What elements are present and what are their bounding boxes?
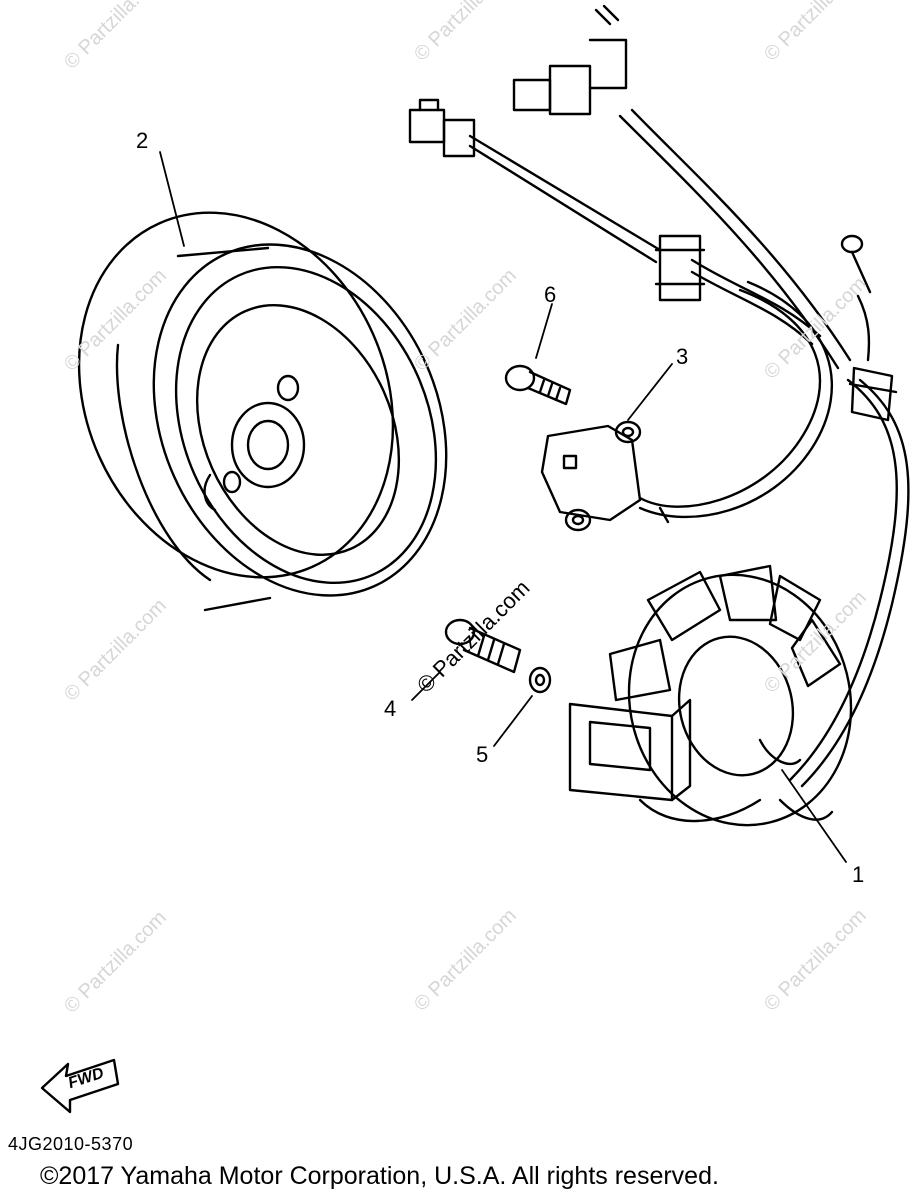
callout-2: 2 <box>136 128 149 153</box>
pickup-coil <box>540 280 833 532</box>
callout-6: 6 <box>544 282 557 307</box>
bolt-6 <box>504 364 572 406</box>
ring-terminal <box>840 234 872 294</box>
callout-3: 3 <box>676 344 689 369</box>
leader-lines <box>159 151 847 863</box>
grommet-upper <box>654 234 706 302</box>
connector-upper <box>512 4 628 116</box>
flywheel-rotor <box>77 211 448 612</box>
grommet-right <box>848 366 898 422</box>
wire-harness <box>468 108 910 788</box>
bolt-4 <box>444 618 522 674</box>
washer-5 <box>528 666 552 694</box>
drawing-code: 4JG2010-5370 <box>8 1134 134 1154</box>
copyright-notice: ©2017 Yamaha Motor Corporation, U.S.A. A… <box>40 1162 719 1190</box>
stator-assembly <box>568 564 853 827</box>
callout-5: 5 <box>476 742 489 767</box>
fwd-arrow-outline <box>40 1058 120 1114</box>
callout-4: 4 <box>384 696 397 721</box>
connector-left <box>408 98 476 158</box>
callout-1: 1 <box>852 862 865 887</box>
